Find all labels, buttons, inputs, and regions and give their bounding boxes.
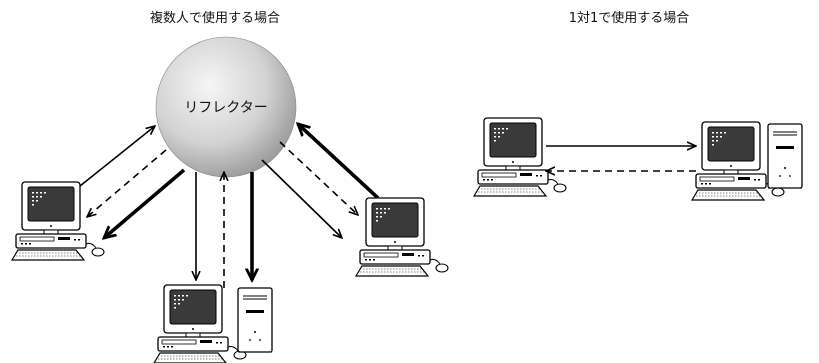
arrow-dashed-down-right bbox=[279, 141, 358, 215]
computer-left-icon bbox=[11, 181, 105, 261]
right-diagram-title: 1対1で使用する場合 bbox=[569, 10, 690, 26]
arrow-bold-down-left bbox=[104, 168, 186, 238]
arrow-down-right bbox=[261, 159, 342, 238]
arrow-dashed-return-left bbox=[87, 149, 167, 217]
computer-bottom-icon bbox=[153, 284, 247, 363]
arrows-right-computer bbox=[261, 124, 380, 238]
computer-peer-a-icon bbox=[473, 117, 567, 197]
reflector-label: リフレクター bbox=[184, 100, 267, 116]
left-diagram-title: 複数人で使用する場合 bbox=[150, 10, 280, 26]
arrows-one-to-one bbox=[546, 146, 696, 171]
tower-bottom-icon bbox=[237, 287, 273, 353]
tower-peer-b-icon bbox=[767, 123, 803, 189]
computer-right-icon bbox=[355, 197, 449, 277]
arrow-upload-left bbox=[79, 126, 155, 187]
arrow-bold-up-right bbox=[298, 124, 380, 200]
reflector-sphere: リフレクター bbox=[155, 36, 297, 178]
arrows-bottom-computer bbox=[196, 172, 252, 288]
arrows-left-computer bbox=[79, 126, 186, 238]
